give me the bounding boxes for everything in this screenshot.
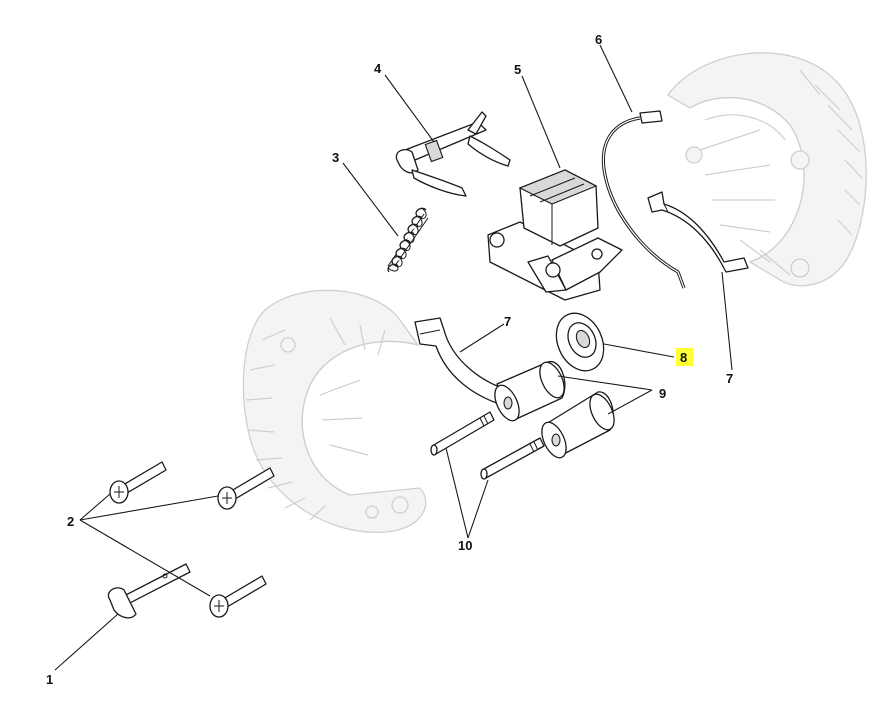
leader-6 [599,44,633,113]
left-wheel-half-ghost [242,289,427,533]
leader-1 [54,613,119,671]
part-2-screw-b [217,467,275,510]
leader-9a [557,375,653,391]
leader-4 [384,74,435,143]
leader-2c [79,519,211,597]
callout-4: 4 [374,61,382,76]
part-9-roller-lower [541,391,615,459]
callout-8: 8 [680,350,687,365]
callout-3: 3 [332,150,339,165]
callout-7a: 7 [504,314,511,329]
part-2-screw-c [209,575,267,618]
leader-8 [603,343,675,358]
callout-9: 9 [659,386,666,401]
leader-7b [721,271,733,371]
part-9-roller-upper [494,361,566,422]
part-10-pin-upper [430,411,495,456]
part-10-pin-lower [480,437,545,480]
part-7-shoe-right [647,191,749,273]
callout-2: 2 [67,514,74,529]
leader-7a [459,323,505,353]
leader-10b [467,479,489,539]
callout-1: 1 [46,672,53,687]
leader-2a [79,493,111,521]
callout-10: 10 [458,538,472,553]
leader-9b [607,389,653,415]
part-8-washer [555,312,605,372]
leader-10a [445,447,469,539]
part-3-spring [387,207,429,273]
leader-2b [79,495,219,521]
part-6-wire [601,110,686,289]
callout-5: 5 [514,62,521,77]
part-1-pin [107,563,191,619]
callout-7b: 7 [726,371,733,386]
callout-labels: 1 2 3 4 5 6 7 7 8 9 10 [46,32,733,687]
part-4-lever [395,111,511,197]
callout-8-highlight [676,348,693,366]
callout-6: 6 [595,32,602,47]
part-2-screw-a [109,461,167,504]
part-5-bracket [487,169,623,301]
leader-lines [54,44,733,671]
right-wheel-half-ghost [667,52,867,287]
leader-5 [521,75,561,169]
leader-3 [342,162,399,237]
